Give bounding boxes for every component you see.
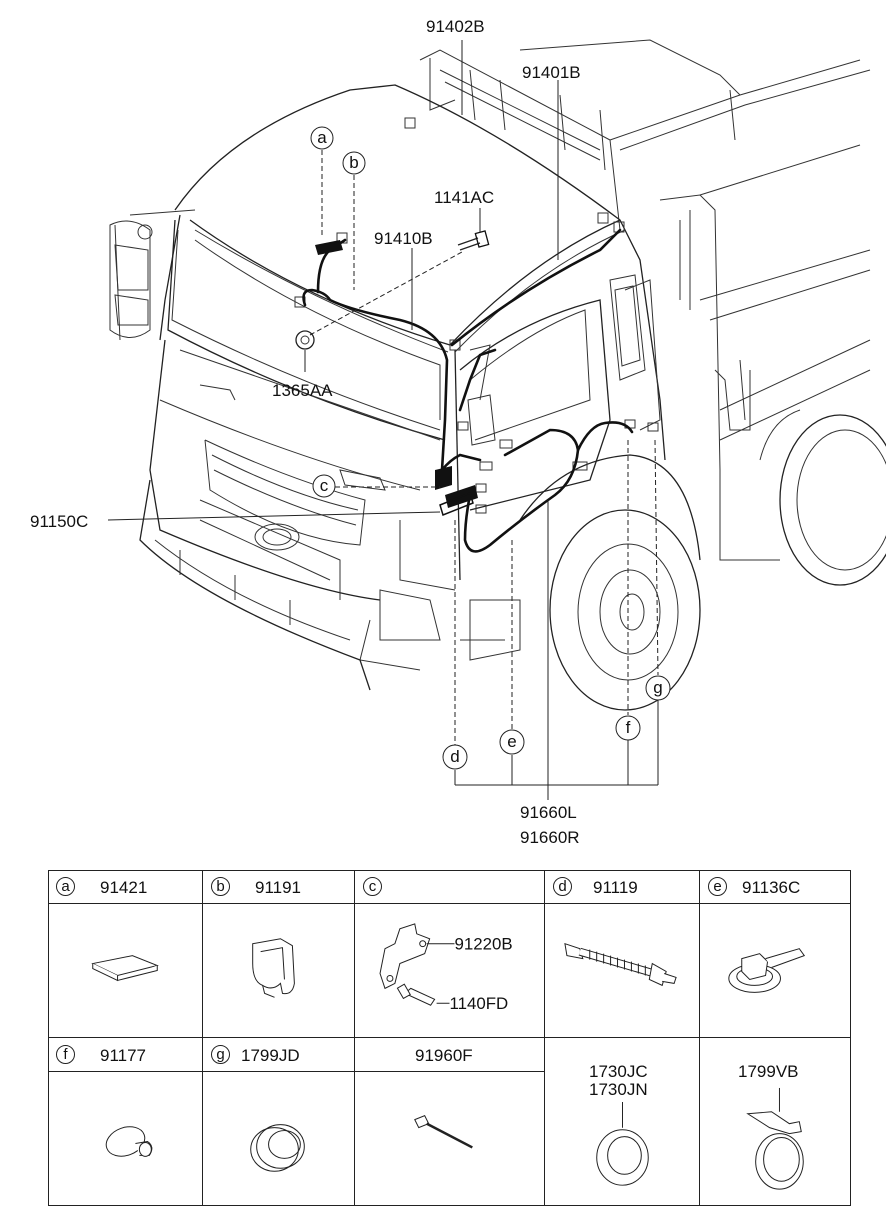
callout-91401B: 91401B [522,63,581,82]
part-illustration-cable-tie-clip [700,904,850,1037]
callout-c: c [312,474,336,498]
parts-cell-d: d 91119 [545,870,700,1038]
parts-cell-a: a 91421 [48,870,203,1038]
callout-1141AC: 1141AC [434,188,494,207]
parts-table-border [48,870,851,1206]
part-illustration-hose-clamp [700,1084,850,1205]
part-number: 91177 [100,1046,147,1065]
part-number-1799VB: 1799VB [738,1062,799,1081]
callout-91402B: 91402B [426,17,485,36]
callout-b: b [342,151,366,175]
callout-e: e [499,729,525,755]
callout-91660R: 91660R [520,828,580,847]
part-number-callouts: 91402B 91401B 1141AC 91410B 1365AA 91150… [30,17,581,847]
parts-cell-header: e 91136C [700,870,850,904]
part-illustration-grommet-tube [545,904,699,1037]
part-number: 91191 [255,878,302,897]
parts-legend-table: a 91421 b 91191 c [48,870,851,1206]
part-illustration-plug [48,1072,202,1205]
wiring-harness [295,228,634,553]
letter-badge: g [211,1045,230,1064]
svg-text:b: b [349,153,358,172]
leader-lines [107,40,659,800]
cargo-bed-drawing [419,39,871,471]
parts-cell-header: 91960F [355,1038,544,1072]
rear-wheel-drawing [719,409,886,586]
callout-a: a [310,126,334,150]
part-number: 91119 [593,878,638,897]
part-number-1730JC: 1730JC [589,1062,648,1081]
parts-cell-b: b 91191 [203,870,355,1038]
callout-1365AA: 1365AA [272,381,333,400]
callout-d: d [442,744,468,770]
callout-f: f [615,715,641,741]
letter-badge: f [56,1045,75,1064]
svg-text:c: c [320,476,329,495]
svg-text:e: e [507,732,516,751]
part-illustration-tape-pad [48,904,202,1037]
callout-g: g [645,675,671,701]
part-number: 91136C [742,878,801,897]
parts-cell-header: f 91177 [48,1038,202,1072]
letter-badge: c [363,877,382,896]
part-illustration-bracket-and-bolt: 91220B 1140FD [355,904,544,1037]
letter-badge: a [56,877,75,896]
parts-cell-header: b 91191 [203,870,354,904]
wiring-harness-diagram: a b c d e f g 91402B 91401B 1141AC [30,17,886,847]
parts-cell-g: g 1799JD [203,1038,355,1206]
parts-cell-c: c 91220B 1140FD [355,870,545,1038]
letter-badge: b [211,877,230,896]
letter-badge: e [708,877,727,896]
parts-cell-header: c [355,870,544,904]
part-illustration-cable-tie [355,1072,544,1205]
callout-91410B: 91410B [374,229,433,248]
letter-badge: d [553,877,572,896]
part-number: 91960F [415,1046,473,1065]
letter-callouts: a b c d e f g [310,126,671,770]
truck-cab-drawing [109,84,701,711]
part-illustration-grommet [203,1072,354,1205]
callout-91660L: 91660L [520,803,577,822]
parts-cell-header: a 91421 [48,870,202,904]
callout-91150C: 91150C [30,512,88,531]
svg-text:g: g [653,678,662,697]
part-illustration-seal-ring [545,1098,699,1205]
part-illustration-clip [203,904,354,1037]
svg-text:f: f [626,718,631,737]
svg-text:d: d [450,747,459,766]
part-number: 91421 [100,878,148,897]
sub-part-1140FD: 1140FD [450,994,509,1013]
parts-cell-header: d 91119 [545,870,699,904]
part-number: 1799JD [241,1046,300,1065]
sub-part-91220B: 91220B [454,935,512,954]
parts-cell-header: g 1799JD [203,1038,354,1072]
svg-text:a: a [317,128,327,147]
part-number-1730JN: 1730JN [589,1080,648,1099]
